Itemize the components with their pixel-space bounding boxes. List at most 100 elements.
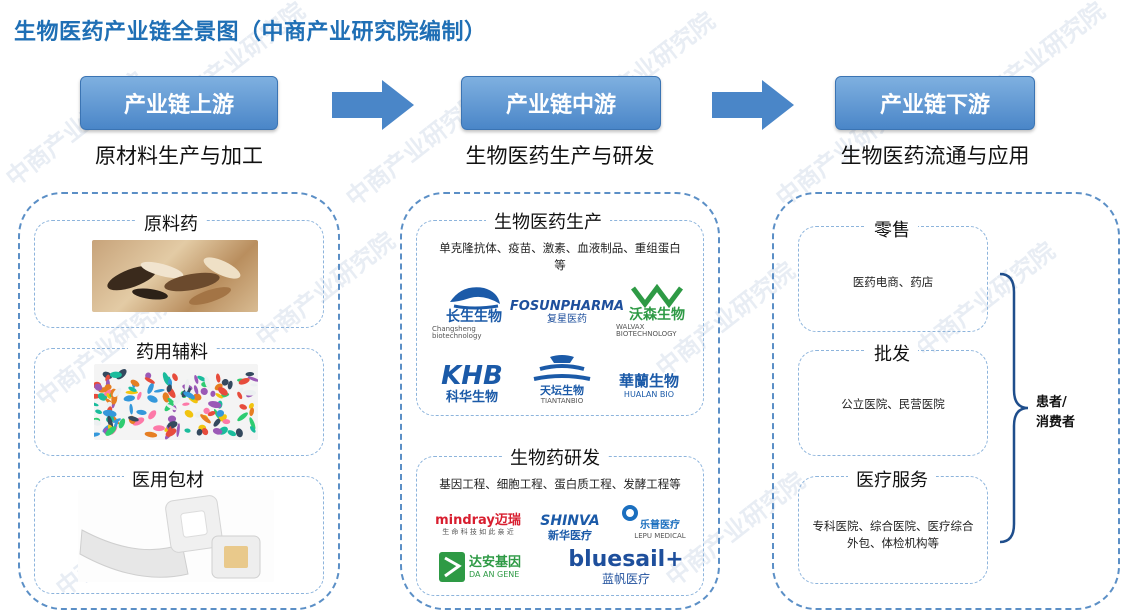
pill-shape xyxy=(204,376,211,389)
pills-illustration xyxy=(94,369,258,440)
stage-upstream-subtitle: 原材料生产与加工 xyxy=(95,144,263,168)
pill-shape xyxy=(212,427,223,435)
production-label: 生物医药生产 xyxy=(486,208,610,234)
pill-shape xyxy=(227,380,233,390)
fosunpharma-logo: FOSUNPHARMA 复星医药 xyxy=(510,292,624,332)
logo-subtext: 复星医药 xyxy=(547,313,587,325)
pill-shape xyxy=(194,374,199,384)
pill-shape xyxy=(182,402,190,406)
bluesail-logo: bluesail+ 蓝帆医疗 xyxy=(564,546,688,588)
pill-shape xyxy=(235,428,243,438)
pill-shape xyxy=(167,415,177,423)
pill-shape xyxy=(94,402,99,407)
pill-shape xyxy=(166,384,172,393)
logo-subtext: TIANTANBIO xyxy=(540,397,584,405)
pill-shape xyxy=(137,391,142,400)
logo-name: 華蘭生物 xyxy=(618,371,679,390)
pill-shape xyxy=(216,373,221,383)
logo-subtext: 新华医疗 xyxy=(548,528,592,542)
stage-midstream-subtitle: 生物医药生产与研发 xyxy=(465,144,655,168)
pill-shape xyxy=(118,418,126,429)
pill-shape xyxy=(112,418,121,423)
mindray-logo: mindray迈瑞 生 命 科 技 如 此 亲 近 xyxy=(430,508,526,542)
wholesale-description: 公立医院、民营医院 xyxy=(841,397,945,411)
pill-shape xyxy=(238,387,244,394)
pill-shape xyxy=(129,403,133,415)
lepu-logo: 乐普医疗 LEPU MEDICAL xyxy=(620,504,700,540)
logo-subtext: 科华生物 xyxy=(445,389,498,405)
pill-shape xyxy=(95,409,103,415)
bandage-illustration xyxy=(79,495,261,579)
pill-shape xyxy=(173,394,182,406)
stage-downstream-button[interactable]: 产业链下游 xyxy=(835,76,1035,130)
pill-shape xyxy=(227,430,237,437)
patient-line: 患者/ xyxy=(1036,395,1067,410)
stage-midstream-button[interactable]: 产业链中游 xyxy=(461,76,661,130)
pill-shape xyxy=(94,432,101,437)
pill-shape xyxy=(136,409,147,415)
pill-shape xyxy=(194,411,203,418)
pill-shape xyxy=(208,400,222,409)
medical-service-label: 医疗服务 xyxy=(848,466,936,492)
raw-drug-label: 原料药 xyxy=(136,210,206,236)
pill-shape xyxy=(162,372,170,386)
pill-shape xyxy=(221,378,229,386)
changsheng-emblem xyxy=(450,287,500,310)
logo-name: SHINVA xyxy=(540,512,600,529)
pill-shape xyxy=(109,371,122,379)
right-arrow-icon xyxy=(712,80,794,130)
logo-subtext: LEPU MEDICAL xyxy=(634,532,686,540)
logo-name: 沃森生物 xyxy=(629,307,685,323)
pill-shape xyxy=(162,392,170,403)
pill-shape xyxy=(167,397,175,405)
pill-shape xyxy=(193,385,199,395)
pill-shape xyxy=(245,371,255,377)
pill-shape xyxy=(193,393,202,401)
pill-shape xyxy=(153,389,165,393)
pill-shape xyxy=(207,411,216,417)
pill-shape xyxy=(216,409,225,417)
logo-name: 乐普医疗 xyxy=(640,520,680,531)
pill-shape xyxy=(167,426,172,438)
pill-shape xyxy=(196,428,203,436)
excipient-label: 药用辅料 xyxy=(128,338,216,364)
pill-shape xyxy=(112,387,122,397)
logo-name: 长生生物 xyxy=(446,309,502,325)
downstream-panel xyxy=(772,192,1120,610)
pill-shape xyxy=(237,391,243,400)
packaging-label: 医用包材 xyxy=(124,466,212,492)
pill-shape xyxy=(250,426,256,433)
research-description: 基因工程、细胞工程、蛋白质工程、发酵工程等 xyxy=(439,477,681,491)
packaging-image xyxy=(78,490,274,582)
pill-shape xyxy=(247,376,258,382)
logo-name: mindray迈瑞 xyxy=(435,513,521,528)
pill-shape xyxy=(203,407,210,415)
right-brace-icon xyxy=(999,272,1029,544)
pill-shape xyxy=(128,416,139,422)
raw-drug-image xyxy=(92,240,258,312)
pill-shape xyxy=(145,372,152,379)
pill-shape xyxy=(106,401,112,408)
pill-shape xyxy=(166,404,177,411)
retail-label: 零售 xyxy=(866,216,918,242)
stage-upstream-button[interactable]: 产业链上游 xyxy=(80,76,278,130)
pill-shape xyxy=(128,386,137,392)
pill-shape xyxy=(239,404,248,410)
pill-shape xyxy=(213,418,221,427)
khb-logo: KHB 科华生物 xyxy=(424,358,520,408)
walvax-logo: 沃森生物 WALVAX BIOTECHNOLOGY xyxy=(616,284,698,338)
logo-name: 达安基因 xyxy=(468,554,521,570)
pill-shape xyxy=(248,402,254,409)
pill-shape xyxy=(184,428,191,433)
pill-shape xyxy=(123,395,135,402)
logo-name: FOSUNPHARMA xyxy=(509,298,625,314)
pill-shape xyxy=(210,390,216,397)
production-description: 单克隆抗体、疫苗、激素、血液制品、重组蛋白等 xyxy=(439,241,681,272)
stage-downstream-subtitle: 生物医药流通与应用 xyxy=(840,144,1030,168)
hualan-logo: 華蘭生物 HUALAN BIO xyxy=(600,366,698,406)
logo-subtext: 生 命 科 技 如 此 亲 近 xyxy=(442,528,514,536)
tiantan-emblem xyxy=(533,355,591,381)
pill-shape xyxy=(200,414,211,424)
pill-shape xyxy=(250,383,258,387)
pill-shape xyxy=(107,415,114,429)
